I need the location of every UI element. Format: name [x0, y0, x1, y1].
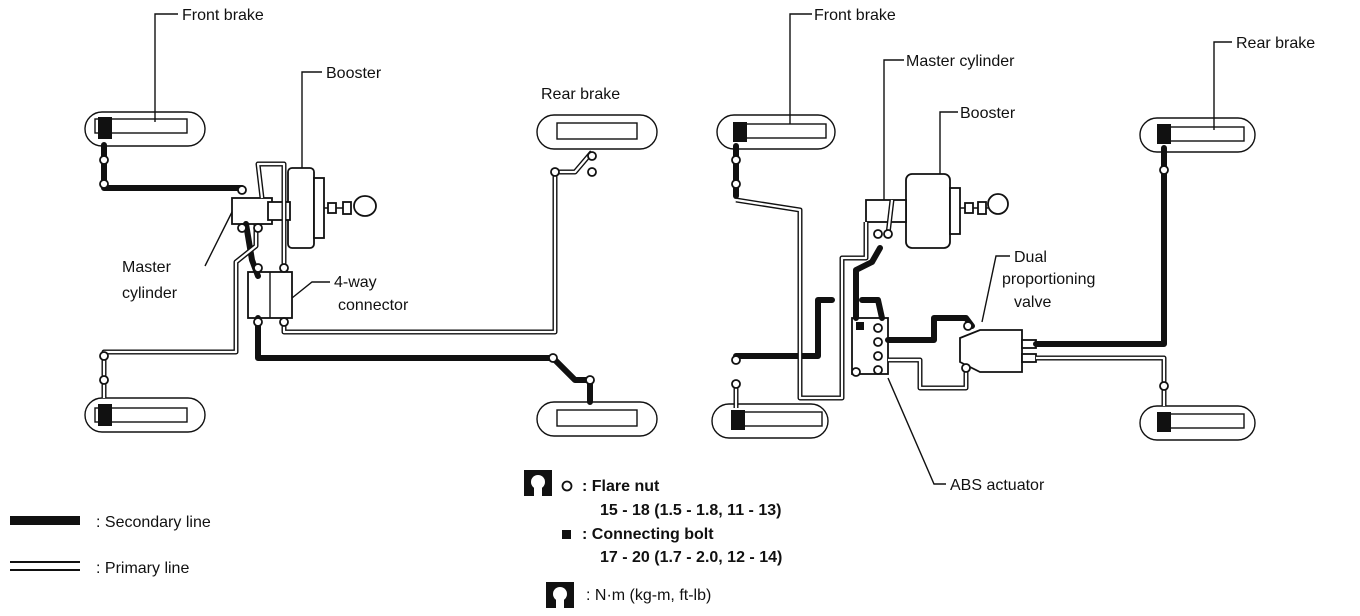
left-rear-brake-lower — [536, 401, 658, 437]
left-booster — [287, 167, 377, 249]
right-booster-label: Booster — [960, 105, 1016, 122]
right-rear-brake-upper — [1139, 117, 1256, 153]
right-flare-nuts — [731, 155, 1169, 391]
left-front-brake-upper — [84, 111, 206, 147]
abs-actuator-label: ABS actuator — [950, 477, 1045, 494]
right-front-brake-lower — [711, 403, 829, 439]
left-master-cylinder-label-1: Master — [122, 259, 172, 276]
secondary-line-swatch — [10, 516, 80, 525]
left-front-brake-lower — [84, 397, 206, 433]
left-brake-system: Front brake Booster Rear brake Master cy… — [84, 7, 658, 437]
left-booster-label: Booster — [326, 65, 382, 82]
left-master-cylinder — [231, 197, 291, 225]
left-flare-nuts — [99, 151, 597, 385]
connecting-bolt-label: : Connecting bolt — [582, 526, 714, 543]
torque-legend: : Flare nut 15 - 18 (1.5 - 1.8, 11 - 13)… — [524, 470, 782, 608]
right-master-cylinder-label: Master cylinder — [906, 53, 1015, 70]
right-front-brake-upper — [716, 114, 836, 150]
left-rear-brake-label: Rear brake — [541, 86, 620, 103]
left-four-way-connector — [247, 271, 293, 319]
torque-wrench-unit-icon — [546, 582, 574, 608]
line-legend: : Secondary line : Primary line — [10, 514, 211, 577]
dual-proportioning-valve — [959, 329, 1037, 373]
right-booster — [905, 173, 1009, 249]
flare-nut-symbol-icon — [561, 480, 573, 492]
dual-valve-label-1: Dual — [1014, 249, 1047, 266]
torque-unit-label: : N·m (kg-m, ft-lb) — [586, 587, 711, 604]
connecting-bolt-symbol-icon — [562, 530, 571, 539]
primary-line-label: : Primary line — [96, 560, 189, 577]
right-master-cylinder — [865, 199, 907, 223]
four-way-connector-label-2: connector — [338, 297, 409, 314]
left-rear-brake-upper — [536, 114, 658, 150]
secondary-line-label: : Secondary line — [96, 514, 211, 531]
flare-nut-value: 15 - 18 (1.5 - 1.8, 11 - 13) — [600, 502, 781, 519]
flare-nut-label: : Flare nut — [582, 478, 660, 495]
right-brake-system: Front brake Master cylinder Booster Rear… — [711, 7, 1315, 494]
left-master-cylinder-label-2: cylinder — [122, 285, 178, 302]
right-rear-brake-label: Rear brake — [1236, 35, 1315, 52]
abs-actuator — [851, 317, 889, 375]
torque-wrench-icon — [524, 470, 552, 496]
four-way-connector-label-1: 4-way — [334, 274, 377, 291]
right-rear-brake-lower — [1139, 405, 1256, 441]
connecting-bolt-value: 17 - 20 (1.7 - 2.0, 12 - 14) — [600, 549, 782, 566]
dual-valve-label-2: proportioning — [1002, 271, 1095, 288]
right-front-brake-label: Front brake — [814, 7, 896, 24]
dual-valve-label-3: valve — [1014, 294, 1051, 311]
left-front-brake-label: Front brake — [182, 7, 264, 24]
